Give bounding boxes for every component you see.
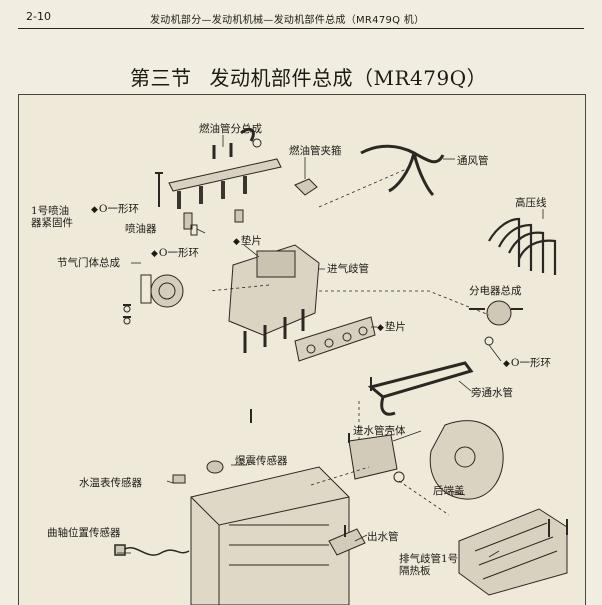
label-oring-3: ◆O一形环 — [503, 357, 551, 370]
inlet-housing-drawing — [348, 434, 405, 483]
marker-diamond-icon: ◆ — [233, 237, 240, 247]
bolts-drawing — [123, 304, 568, 537]
engine-components-diagram: 燃油管分总成 燃油管夹箍 通风管 1号喷油 器紧固件 ◆O一形环 喷油器 ◆O一… — [18, 94, 586, 605]
label-oring-1-text: O一形环 — [98, 203, 140, 215]
label-outlet-pipe: 出水管 — [367, 531, 399, 543]
label-distributor: 分电器总成 — [469, 285, 522, 297]
label-fuel-clamp: 燃油管夹箍 — [289, 145, 342, 157]
leader-lines — [117, 135, 544, 558]
knock-sensor-drawing — [206, 460, 224, 474]
label-rear-cover: 后端盖 — [433, 485, 465, 497]
diagram-drawing — [114, 127, 568, 605]
intake-manifold-drawing — [228, 244, 320, 353]
water-temp-sensor-drawing — [172, 474, 186, 484]
label-fuel-rail: 燃油管分总成 — [199, 123, 262, 135]
label-oring-1: ◆O一形环 — [91, 203, 139, 216]
throttle-body-drawing — [123, 274, 184, 325]
label-no1-injector-fixer: 1号喷油 器紧固件 — [31, 205, 73, 229]
label-exhaust-heat-shield: 排气歧管1号 隔热板 — [399, 553, 458, 577]
manifold-gasket-drawing — [294, 316, 376, 362]
heat-shield-drawing — [458, 508, 568, 596]
header-rule — [18, 28, 584, 29]
label-oring-2-text: O一形环 — [158, 247, 200, 259]
bypass-pipe-drawing — [367, 361, 474, 416]
label-water-temp-sensor: 水温表传感器 — [79, 477, 142, 489]
page-header: 2-10 发动机部分—发动机机械—发动机部件总成（MR479Q 机） — [0, 0, 602, 36]
fuel-clamp-drawing — [294, 178, 318, 196]
vent-pipe-drawing — [360, 144, 445, 197]
label-throttle-body: 节气门体总成 — [57, 257, 120, 269]
marker-diamond-icon: ◆ — [151, 249, 158, 259]
engine-block-drawing — [190, 466, 350, 605]
label-no1-injector-fixer-line1: 1号喷油 — [31, 205, 70, 217]
label-oring-3-text: O一形环 — [510, 357, 552, 369]
running-title: 发动机部分—发动机机械—发动机部件总成（MR479Q 机） — [150, 15, 425, 26]
distributor-drawing — [469, 300, 523, 346]
label-hv-wire: 高压线 — [515, 197, 547, 209]
label-oring-2: ◆O一形环 — [151, 247, 199, 260]
label-no1-injector-fixer-line2: 器紧固件 — [31, 217, 73, 229]
fuel-rail-drawing — [155, 127, 282, 209]
label-inlet-housing: 进水管壳体 — [353, 425, 406, 437]
section-title-text: 发动机部件总成（MR479Q） — [209, 66, 488, 90]
hv-wires-drawing — [488, 217, 557, 275]
label-injector: 喷油器 — [125, 223, 157, 235]
crank-sensor-drawing — [114, 544, 190, 556]
label-gasket-1-text: 垫片 — [240, 235, 262, 247]
label-crank-sensor: 曲轴位置传感器 — [47, 527, 121, 539]
dashed-assembly-lines — [208, 166, 490, 516]
label-bypass-pipe: 旁通水管 — [471, 387, 513, 399]
label-gasket-2: ◆垫片 — [377, 321, 406, 334]
label-exhaust-heat-shield-line2: 隔热板 — [399, 565, 431, 577]
label-knock-sensor: 爆震传感器 — [235, 455, 288, 467]
marker-diamond-icon: ◆ — [503, 359, 510, 369]
section-number: 第三节 — [130, 66, 192, 90]
marker-diamond-icon: ◆ — [377, 323, 384, 333]
outlet-pipe-drawing — [328, 528, 366, 556]
label-gasket-1: ◆垫片 — [233, 235, 262, 248]
label-exhaust-heat-shield-line1: 排气歧管1号 — [399, 553, 459, 565]
marker-diamond-icon: ◆ — [91, 205, 98, 215]
label-vent-pipe: 通风管 — [457, 155, 489, 167]
label-intake-manifold: 进气歧管 — [327, 263, 369, 275]
rear-cover-drawing — [429, 420, 504, 500]
injectors-drawing — [183, 209, 244, 236]
label-gasket-2-text: 垫片 — [384, 321, 406, 333]
section-title: 第三节发动机部件总成（MR479Q） — [130, 62, 487, 91]
page-number: 2-10 — [26, 10, 51, 23]
